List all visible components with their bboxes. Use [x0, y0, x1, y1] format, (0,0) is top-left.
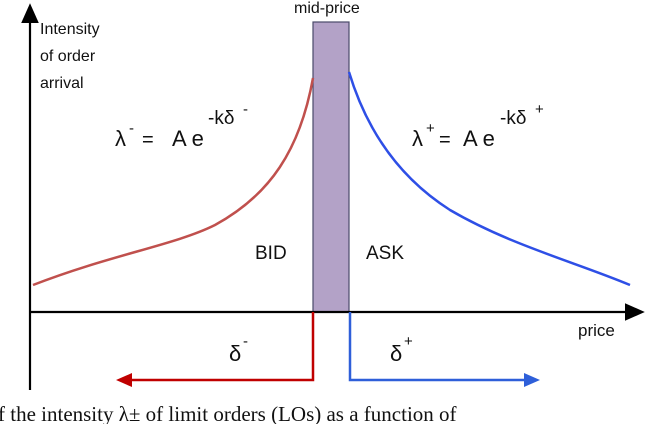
y-axis-label-line-2: of order	[40, 48, 96, 65]
bid-coefficient: A e	[172, 126, 204, 151]
ask-exponent: -kδ	[500, 108, 526, 129]
delta-plus-sign: +	[404, 333, 413, 350]
mid-price-band	[312, 21, 350, 313]
delta-minus-sign: -	[243, 333, 248, 350]
ask-delta-arrowhead	[524, 373, 540, 387]
x-axis-label: price	[578, 321, 615, 340]
ask-intensity-curve	[347, 71, 631, 287]
ask-equals: =	[439, 129, 451, 151]
mid-price-label: mid-price	[294, 0, 360, 17]
delta-minus-label: δ -	[229, 333, 248, 366]
y-axis-label-line-3: arrival	[40, 75, 84, 92]
figure-caption: f the intensity λ± of limit orders (LOs)…	[0, 402, 457, 424]
delta-plus-symbol: δ	[390, 341, 402, 366]
ask-intensity-formula: λ + = A e -kδ +	[412, 101, 544, 151]
delta-plus-label: δ +	[390, 333, 413, 366]
bid-intensity-formula: λ - = A e -kδ -	[115, 101, 248, 151]
bid-delta-arrow	[128, 312, 315, 382]
bid-lambda: λ	[115, 126, 126, 151]
bid-equals: =	[142, 129, 154, 151]
bid-exponent: -kδ	[208, 108, 234, 129]
bid-delta-arrowhead	[116, 373, 132, 387]
bid-lambda-sign: -	[129, 120, 134, 137]
ask-coefficient: A e	[463, 126, 495, 151]
y-axis-label-line-1: Intensity	[40, 21, 100, 38]
ask-lambda-sign: +	[426, 120, 435, 137]
ask-side-label: ASK	[366, 243, 404, 264]
bid-exponent-sign: -	[243, 101, 248, 118]
bid-side-label: BID	[255, 243, 287, 264]
ask-lambda: λ	[412, 126, 423, 151]
ask-exponent-sign: +	[535, 101, 544, 118]
delta-minus-symbol: δ	[229, 341, 241, 366]
ask-delta-arrow	[348, 312, 528, 382]
bid-intensity-curve	[32, 77, 315, 287]
